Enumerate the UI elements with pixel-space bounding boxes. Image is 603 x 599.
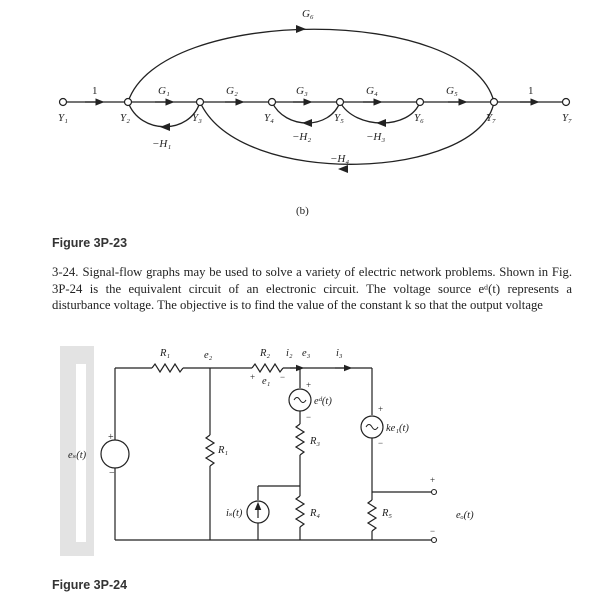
gain-g5: G₅	[446, 85, 458, 97]
resistor-r2	[251, 362, 284, 374]
source-es	[100, 439, 130, 469]
svg-text:−: −	[378, 438, 383, 448]
gain-h3: −H₃	[366, 131, 385, 143]
gain-h4: −H₄	[330, 153, 349, 165]
label-r4: R₄	[309, 508, 320, 519]
terminal-top	[430, 488, 438, 496]
svg-text:−: −	[430, 526, 435, 536]
svg-text:+: +	[378, 404, 383, 414]
gain-1-out: 1	[528, 85, 534, 97]
h3-branch	[339, 101, 421, 124]
label-y6: Y₆	[414, 112, 424, 124]
resistor-r1-top	[151, 362, 184, 374]
label-y7-out: Y₇	[562, 112, 572, 124]
signal-flow-graph: Y₁ Y₂ Y₃ Y₄ Y₅ Y₆ Y₇ Y₇ 1 G₁ G₂ G₃ G₄ G₅…	[58, 8, 572, 217]
part-label: (b)	[296, 205, 309, 217]
resistor-r1-vert	[204, 434, 216, 467]
node-y5	[335, 97, 345, 107]
h2-branch	[271, 101, 341, 124]
h1-branch	[127, 101, 201, 128]
label-r2: R₂	[259, 348, 270, 359]
label-es: eₛ(t)	[68, 450, 87, 461]
label-e2: e₂	[204, 350, 213, 361]
label-eo: eₒ(t)	[456, 510, 474, 521]
label-y5: Y₅	[334, 112, 344, 124]
label-y2: Y₂	[120, 112, 130, 124]
gain-g3: G₃	[296, 85, 308, 97]
node-y7	[489, 97, 499, 107]
svg-text:+: +	[430, 475, 435, 485]
label-i3: i₃	[336, 348, 343, 359]
label-y3: Y₃	[192, 112, 202, 124]
figure-3p23-caption: Figure 3P-23	[52, 236, 128, 250]
label-y1: Y₁	[58, 112, 68, 124]
g6-branch	[127, 28, 495, 103]
label-plus-e1: +	[250, 372, 255, 382]
label-i2: i₂	[286, 348, 293, 359]
problem-3-24: 3-24.Signal-flow graphs may be used to s…	[52, 264, 572, 314]
resistor-r3	[294, 423, 306, 456]
svg-text:+: +	[108, 432, 114, 443]
label-is: iₛ(t)	[226, 508, 243, 519]
figure-3p24-caption: Figure 3P-24	[52, 578, 128, 592]
circuit-diagram: + − + − + −	[60, 346, 474, 556]
label-minus-e1: −	[280, 372, 285, 382]
label-y7: Y₇	[486, 112, 496, 124]
node-y6	[415, 97, 425, 107]
label-r3: R₃	[309, 436, 320, 447]
node-y3	[195, 97, 205, 107]
gain-1-in: 1	[92, 85, 98, 97]
problem-number: 3-24.	[52, 265, 79, 279]
label-ed: eᵈ(t)	[314, 396, 332, 407]
label-r1-vert: R₁	[217, 445, 228, 456]
gain-g6: G₆	[302, 8, 314, 20]
node-y7-out	[561, 97, 571, 107]
gain-g4: G₄	[366, 85, 378, 97]
gain-h1: −H₁	[152, 138, 171, 150]
label-ke1: ke₁(t)	[386, 423, 409, 434]
label-e3: e₃	[302, 348, 311, 359]
label-r1-top: R₁	[159, 348, 170, 359]
h4-branch	[199, 101, 495, 165]
svg-text:−: −	[306, 412, 311, 422]
terminal-bottom	[430, 536, 438, 544]
svg-text:+: +	[306, 380, 311, 390]
problem-text: Signal-flow graphs may be used to solve …	[52, 265, 572, 312]
label-y4: Y₄	[264, 112, 274, 124]
resistor-r5	[366, 499, 378, 532]
svg-text:−: −	[109, 468, 115, 479]
gain-g2: G₂	[226, 85, 238, 97]
gain-h2: −H₂	[292, 131, 311, 143]
node-y2	[123, 97, 133, 107]
label-r5: R₅	[381, 508, 392, 519]
node-y1	[58, 97, 68, 107]
label-e1: e₁	[262, 376, 270, 387]
node-y4	[267, 97, 277, 107]
gain-g1: G₁	[158, 85, 170, 97]
resistor-r4	[294, 495, 306, 528]
